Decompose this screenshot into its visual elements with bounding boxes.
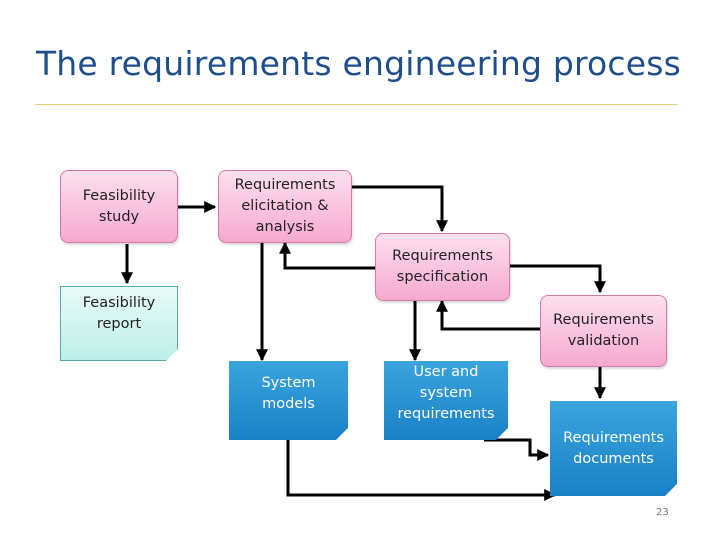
arrow-specification-to-validation: [510, 264, 606, 294]
arrow-specification-to-elicitation: [279, 241, 375, 270]
arrow-models-to-documents: [286, 440, 557, 501]
title-divider: [35, 104, 678, 105]
elicitation-analysis-box: Requirements elicitation & analysis: [218, 170, 352, 243]
arrow-elicitation-to-specification: [352, 185, 448, 233]
user-system-requirements-document: User and system requirements: [384, 361, 508, 440]
feasibility-study-box: Feasibility study: [60, 170, 178, 243]
page-title: The requirements engineering process: [35, 44, 682, 83]
page-number: 23: [656, 507, 669, 518]
arrow-validation-to-specification: [436, 299, 540, 331]
feasibility-report-document: Feasibility report: [60, 286, 178, 361]
specification-box: Requirements specification: [375, 233, 510, 301]
requirements-documents-document: Requirements documents: [550, 401, 677, 496]
arrow-user-reqs-to-documents: [484, 438, 550, 461]
system-models-document: System models: [229, 361, 348, 440]
validation-box: Requirements validation: [540, 295, 667, 367]
